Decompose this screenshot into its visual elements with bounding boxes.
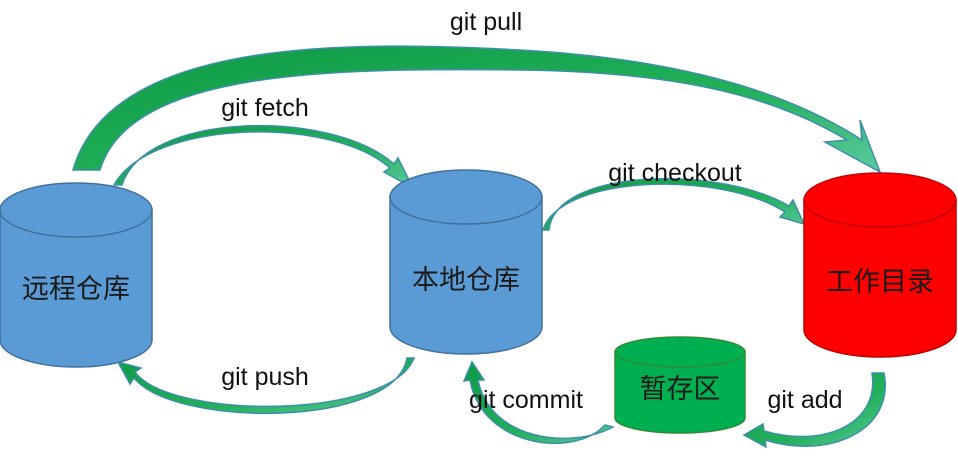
git-push-arrow bbox=[116, 357, 416, 415]
git-commit-arrow bbox=[462, 360, 616, 444]
staging-area-label: 暂存区 bbox=[640, 374, 721, 405]
staging-area-cylinder: 暂存区 bbox=[614, 336, 746, 434]
working-directory-top bbox=[803, 172, 957, 228]
git-pull-arrow bbox=[72, 45, 882, 174]
staging-area-top bbox=[614, 336, 746, 368]
git-checkout-arrow bbox=[541, 177, 806, 231]
git-commit-label: git commit bbox=[469, 386, 583, 414]
local-repo-body bbox=[389, 196, 543, 355]
git-checkout-label: git checkout bbox=[608, 159, 741, 187]
remote-repo-cylinder: 远程仓库 bbox=[0, 182, 153, 368]
git-pull-label: git pull bbox=[450, 8, 522, 36]
git-fetch-arrow bbox=[112, 125, 415, 190]
remote-repo-body bbox=[0, 209, 153, 368]
git-fetch-label: git fetch bbox=[221, 94, 309, 122]
git-add-label: git add bbox=[767, 386, 842, 414]
remote-repo-label: 远程仓库 bbox=[22, 274, 130, 305]
working-directory-label: 工作目录 bbox=[826, 267, 934, 298]
git-add-arrow bbox=[742, 372, 886, 449]
remote-repo-top bbox=[0, 182, 153, 238]
local-repo-cylinder: 本地仓库 bbox=[389, 169, 543, 355]
local-repo-top bbox=[389, 169, 543, 225]
staging-area-body bbox=[614, 351, 746, 434]
git-push-label: git push bbox=[221, 363, 309, 391]
working-directory-cylinder: 工作目录 bbox=[803, 172, 957, 358]
local-repo-label: 本地仓库 bbox=[412, 265, 520, 296]
working-directory-body bbox=[803, 199, 957, 358]
